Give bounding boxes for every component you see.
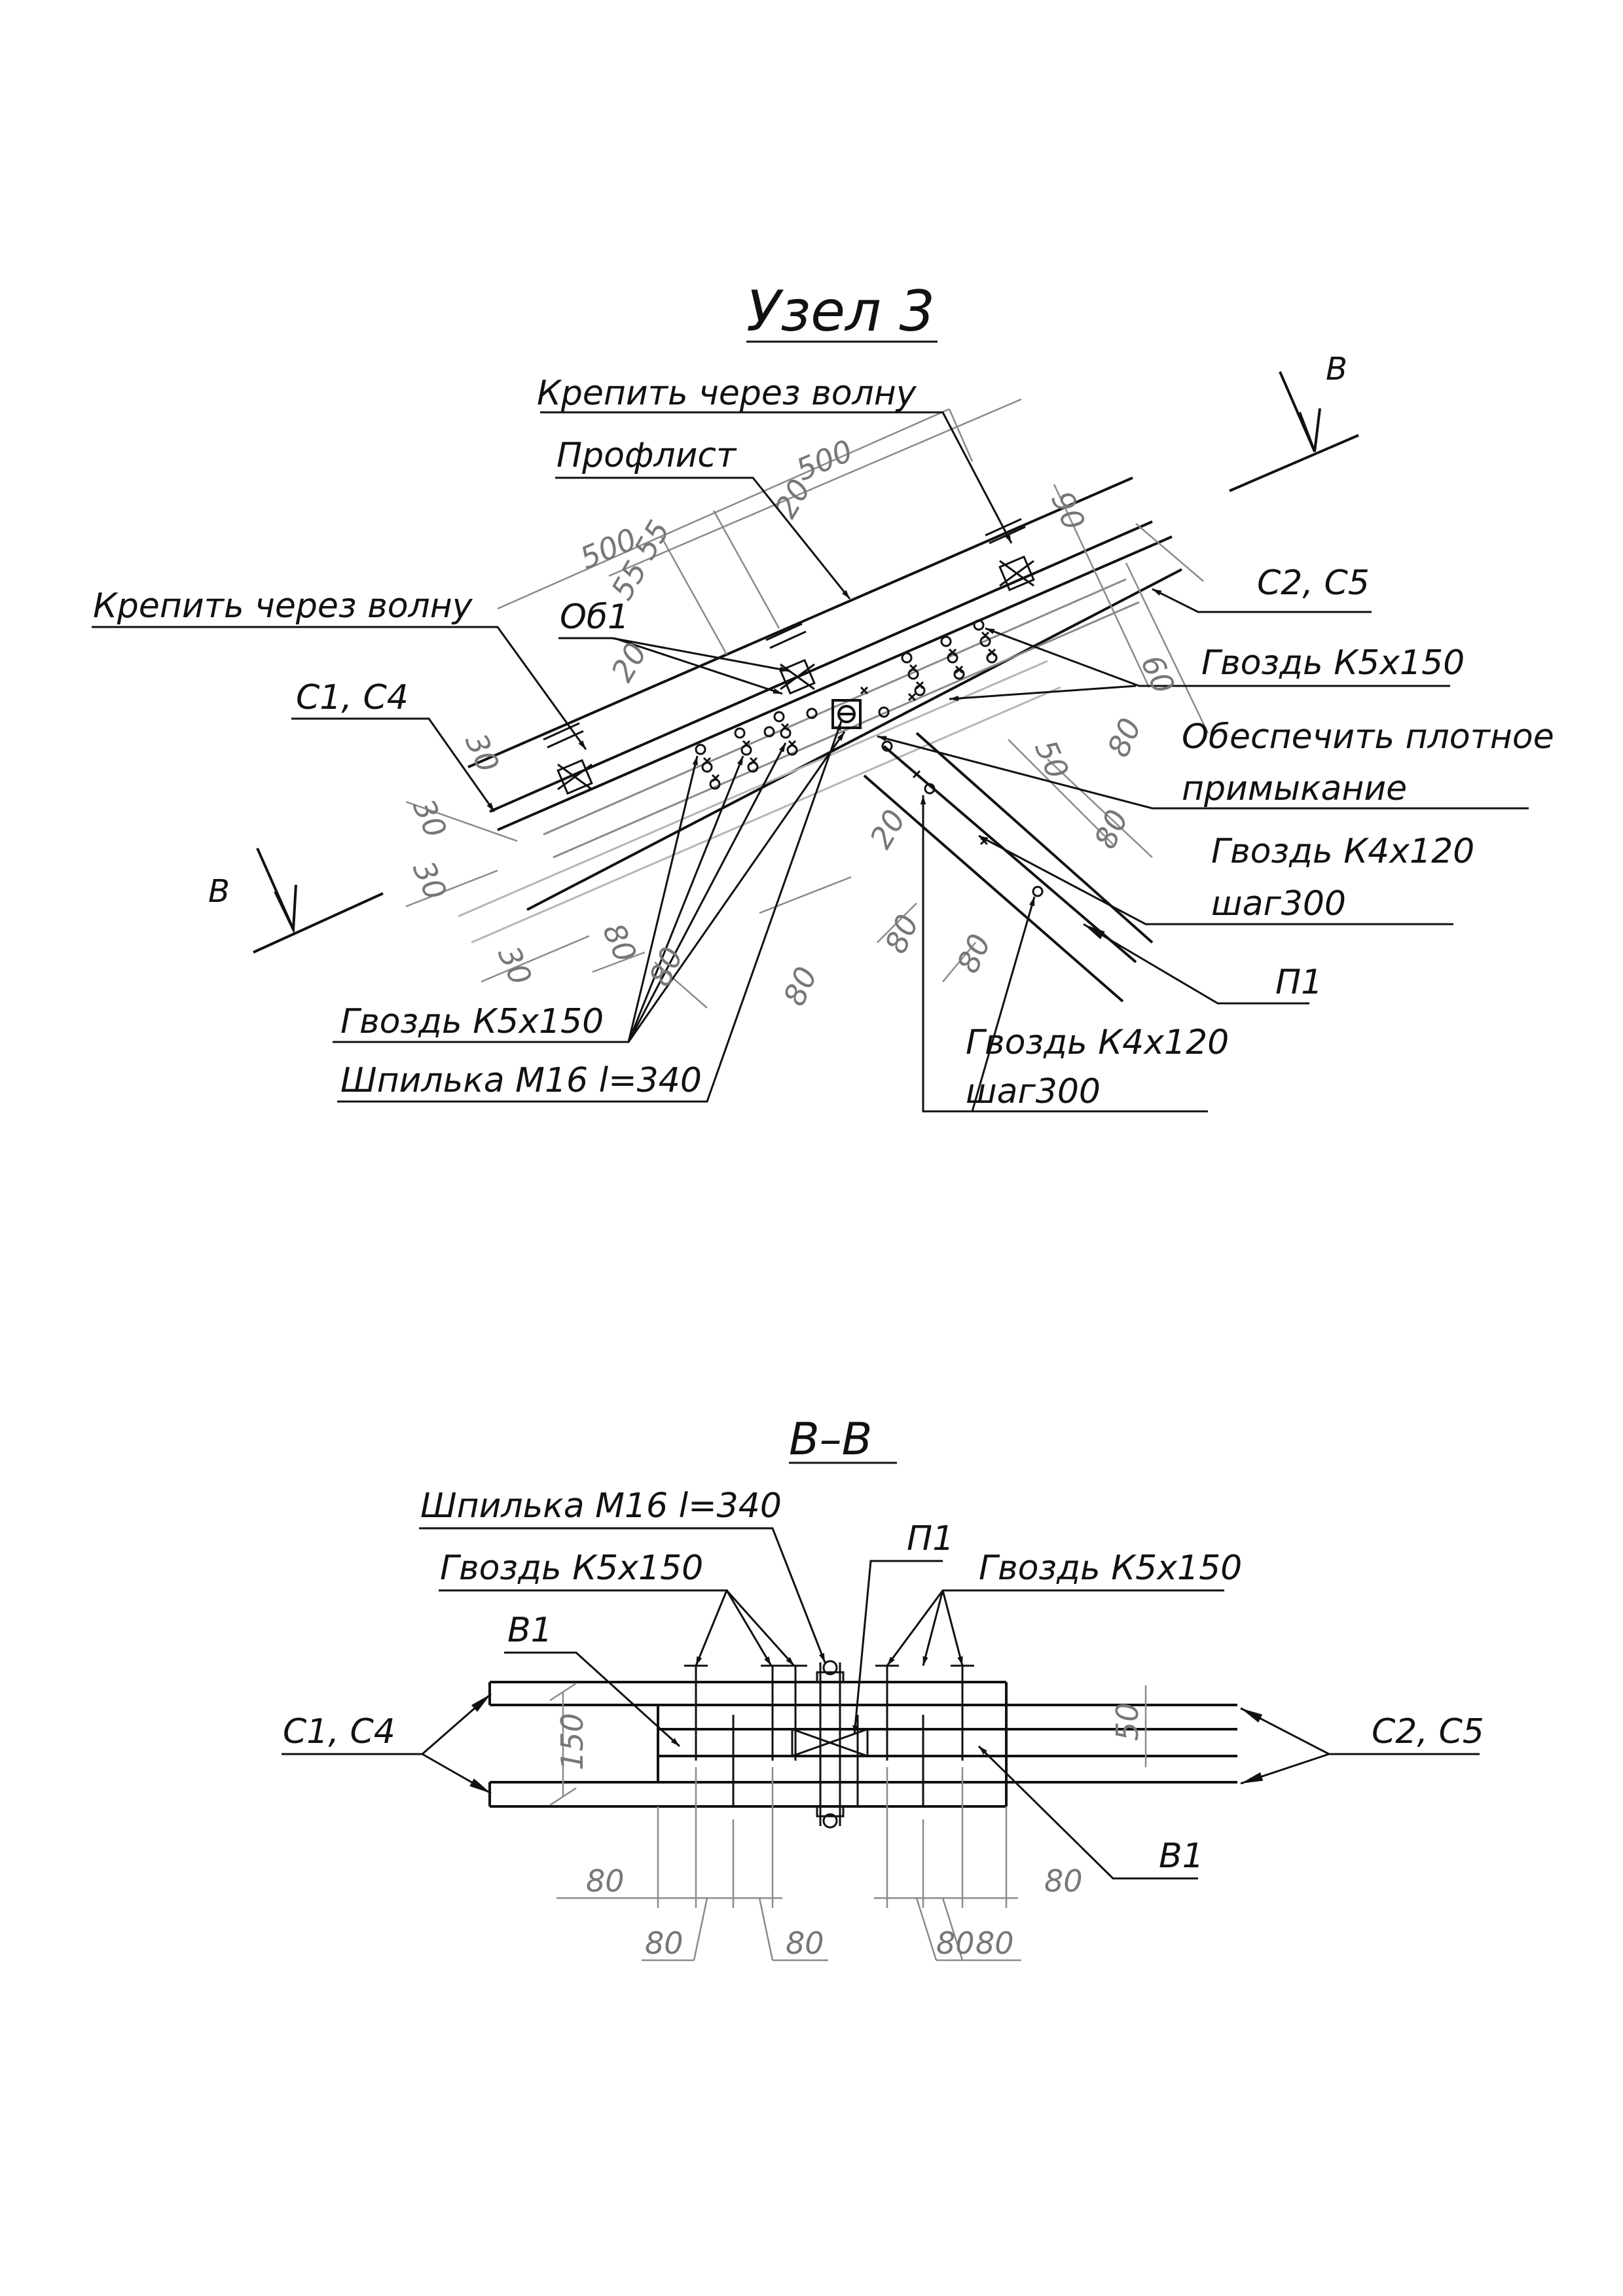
label-stud-top: Шпилька М16 l=340 <box>340 1061 702 1100</box>
leaders-top <box>92 411 1529 1113</box>
node-title: Узел 3 <box>746 279 935 344</box>
label-nail-k4-right-1: Гвоздь К4х120 <box>1211 832 1474 871</box>
section-dimension-lines <box>549 1682 1147 1962</box>
section-boards <box>488 1681 1237 1808</box>
dim-30d: 30 <box>491 941 539 990</box>
nail-group-right <box>901 619 998 696</box>
label-c2c5-top: С2, С5 <box>1257 564 1370 603</box>
dim-b80d: 80 <box>936 1926 975 1961</box>
dim-80g: 80 <box>1087 804 1135 853</box>
section-mark-bottom: В <box>208 873 230 910</box>
dimensions-top: 500 500 55 55 20 20 20 90 60 50 30 30 30… <box>406 433 1182 1011</box>
label-fix-wave-top: Крепить через волну <box>537 374 917 413</box>
crossed-blocks <box>556 555 1035 795</box>
label-b1-bottom: В1 <box>1159 1837 1204 1876</box>
dim-b80c: 80 <box>786 1926 824 1961</box>
label-fix-wave-left: Крепить через волну <box>93 586 473 626</box>
section-arrow-bottom: В <box>208 848 384 954</box>
label-nail-k5-left: Гвоздь К5х150 <box>340 1002 604 1041</box>
label-p1-top: П1 <box>1275 963 1322 1002</box>
section-title-group: В–В <box>789 1414 897 1465</box>
dim-80c: 80 <box>776 961 824 1011</box>
label-ob1: Об1 <box>560 598 629 637</box>
node-title-group: Узел 3 <box>746 279 938 344</box>
dim-90: 90 <box>1044 486 1092 535</box>
label-nail-k4-bottom-2: шаг300 <box>966 1072 1101 1111</box>
dim-80a: 80 <box>596 918 644 967</box>
label-c1c4-top: С1, С4 <box>296 678 409 717</box>
dim-80b: 80 <box>642 942 690 991</box>
label-c2c5-section: С2, С5 <box>1372 1712 1484 1751</box>
section-mark-top: В <box>1326 351 1347 387</box>
label-b1-top: В1 <box>507 1611 553 1650</box>
label-nail-k5-right: Гвоздь К5х150 <box>1201 643 1465 683</box>
dim-b80b: 80 <box>645 1926 684 1961</box>
dim-30b: 30 <box>406 794 454 843</box>
dim-30c: 30 <box>406 856 454 905</box>
label-nail-left-section: Гвоздь К5х150 <box>440 1549 703 1588</box>
nail-group-left <box>695 711 798 790</box>
dimensions-section: 150 50 80 80 80 80 80 80 <box>555 1702 1145 1961</box>
label-nail-k4-bottom-1: Гвоздь К4х120 <box>966 1023 1229 1062</box>
label-nail-k4-right-2: шаг300 <box>1211 884 1346 924</box>
section-nails <box>684 1664 974 1808</box>
label-proflist: Профлист <box>556 436 737 475</box>
dim-50-section: 50 <box>1110 1702 1145 1741</box>
label-p1-section: П1 <box>907 1519 954 1558</box>
upper-rafter <box>467 476 1182 911</box>
dim-b80e: 80 <box>976 1926 1014 1961</box>
inner-boards <box>458 578 1140 944</box>
dim-80d: 80 <box>878 909 926 958</box>
dim-150: 150 <box>555 1713 590 1770</box>
section-stud <box>816 1660 845 1829</box>
label-c1c4-section: С1, С4 <box>283 1712 395 1751</box>
dim-500b: 500 <box>791 433 858 488</box>
label-nail-right-section: Гвоздь К5х150 <box>979 1549 1242 1588</box>
section-title: В–В <box>789 1414 872 1465</box>
leaders-section <box>282 1527 1480 1880</box>
section-strut <box>791 1728 869 1757</box>
section-arrow-top: В <box>1229 351 1359 492</box>
label-stud-section: Шпилька М16 l=340 <box>420 1486 782 1526</box>
dim-b80f: 80 <box>1044 1863 1083 1899</box>
stud-symbol <box>831 699 862 729</box>
strut-p1 <box>863 732 1154 1003</box>
dim-80f: 80 <box>1101 713 1148 762</box>
dim-55a: 55 <box>627 514 677 565</box>
dim-60: 60 <box>1134 650 1182 699</box>
label-tight-fit-1: Обеспечить плотное <box>1182 717 1554 757</box>
dim-80e: 80 <box>950 929 998 978</box>
labels-section: Шпилька М16 l=340 Гвоздь К5х150 П1 Гвозд… <box>283 1486 1484 1876</box>
labels-top: Крепить через волну Профлист Крепить чер… <box>93 374 1554 1111</box>
label-tight-fit-2: примыкание <box>1182 769 1407 808</box>
dim-b80a: 80 <box>586 1863 625 1899</box>
